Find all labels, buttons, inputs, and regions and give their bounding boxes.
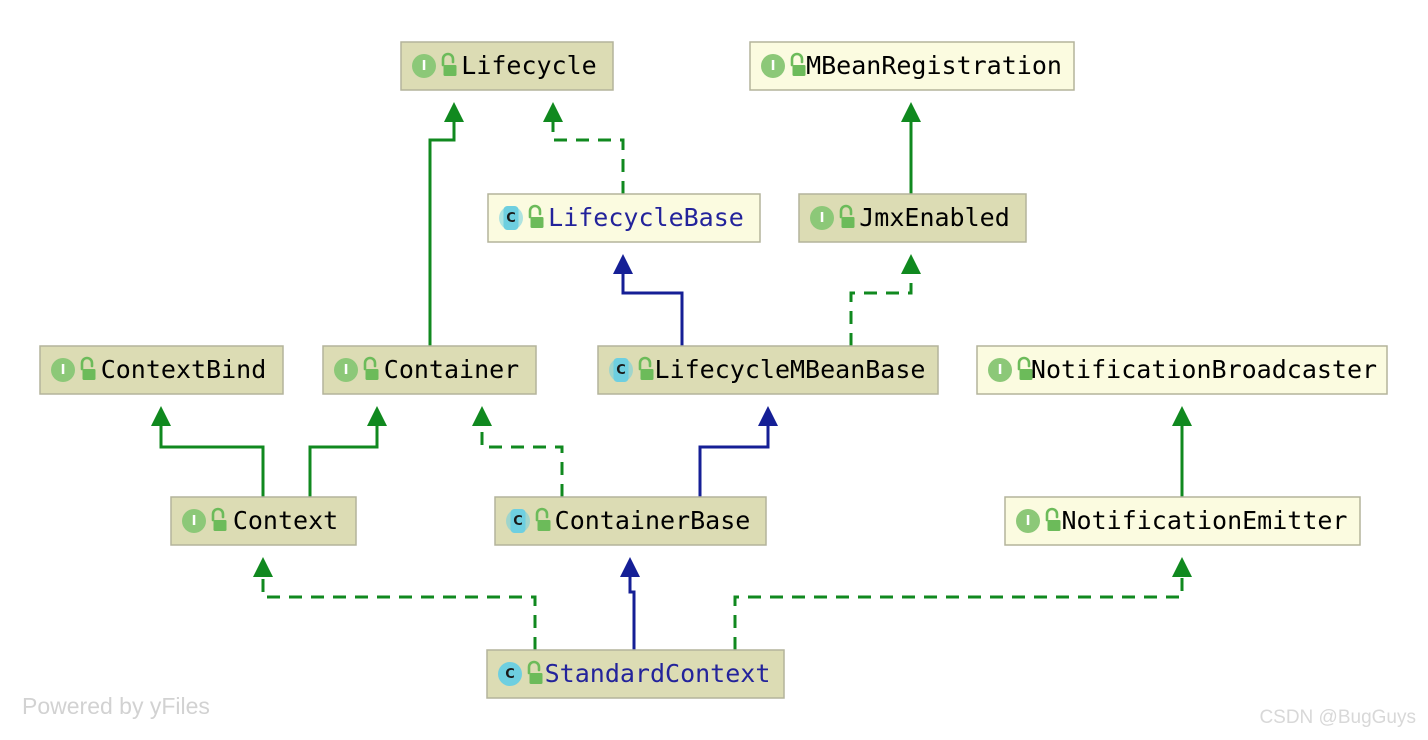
interface-icon: I [988,358,1012,382]
node-label: Lifecycle [461,51,596,80]
edge-containerbase-to-lifecyclembeanbase [698,406,778,497]
class-icon-letter: C [506,211,516,226]
interface-icon-letter: I [1026,514,1031,529]
node-label: ContainerBase [555,506,751,535]
edge-lifecyclebase-to-lifecycle [543,102,625,194]
class-icon: C [506,509,530,533]
interface-icon-letter: I [422,59,427,74]
interface-icon-letter: I [192,514,197,529]
edge-line-dashed-green [543,102,625,194]
edge-line-solid-blue [613,254,684,346]
class-icon: C [609,358,633,382]
edge-line-solid-blue [698,406,778,497]
unlocked-padlock-icon [1017,356,1033,380]
unlocked-padlock-icon [839,204,855,228]
node-label: ContextBind [101,355,267,384]
uml-node-notificationemitter[interactable]: I NotificationEmitter [1004,496,1361,546]
unlocked-padlock-icon [790,52,806,76]
edge-line-dashed-green [253,557,537,650]
author-watermark: CSDN @BugGuys [1259,707,1416,728]
interface-icon-letter: I [820,211,825,226]
interface-icon: I [334,358,358,382]
class-icon: C [499,206,523,230]
edge-standardcontext-to-containerbase [620,557,640,650]
node-label: NotificationBroadcaster [1031,355,1377,384]
node-box[interactable] [798,193,1027,243]
node-label: StandardContext [545,659,771,688]
uml-node-container[interactable]: I Container [322,345,537,395]
unlocked-padlock-icon [528,204,544,228]
interface-icon-letter: I [61,363,66,378]
unlocked-padlock-icon [211,507,227,531]
class-icon-letter: C [513,514,523,529]
unlocked-padlock-icon [535,507,551,531]
node-label: Context [233,506,338,535]
node-box[interactable] [39,345,284,395]
edge-line-solid-blue [620,557,640,650]
node-box[interactable] [749,41,1075,91]
edge-line-solid-green [308,406,387,497]
interface-icon: I [810,206,834,230]
interface-icon: I [761,54,785,78]
edge-lifecyclembeanbase-to-lifecyclebase [613,254,684,346]
node-box[interactable] [597,345,939,395]
uml-node-standardcontext[interactable]: C StandardContext [486,649,785,699]
yfiles-watermark: Powered by yFiles [22,693,210,719]
unlocked-padlock-icon [363,356,379,380]
edge-line-solid-green [428,102,464,346]
edge-container-to-lifecycle [428,102,464,346]
node-label: NotificationEmitter [1062,506,1348,535]
uml-node-context[interactable]: I Context [170,496,357,546]
class-icon: C [498,662,522,686]
edge-lifecyclembeanbase-to-jmxenabled [849,254,921,346]
uml-node-contextbind[interactable]: I ContextBind [39,345,284,395]
class-icon-letter: C [505,667,515,682]
edge-containerbase-to-container [472,406,564,497]
node-box[interactable] [976,345,1388,395]
uml-node-lifecyclembeanbase[interactable]: C LifecycleMBeanBase [597,345,939,395]
interface-icon: I [51,358,75,382]
node-label: JmxEnabled [859,203,1010,232]
interface-icon-letter: I [344,363,349,378]
edges-layer [151,102,1192,650]
edge-line-dashed-green [733,557,1192,650]
unlocked-padlock-icon [441,52,457,76]
node-label: LifecycleBase [548,203,744,232]
interface-icon: I [1016,509,1040,533]
edge-standardcontext-to-context [253,557,537,650]
uml-node-lifecycle[interactable]: I Lifecycle [400,41,614,91]
node-box[interactable] [322,345,537,395]
node-label: MBeanRegistration [806,51,1062,80]
unlocked-padlock-icon [80,356,96,380]
edge-context-to-container [308,406,387,497]
interface-icon-letter: I [771,59,776,74]
edge-line-dashed-green [849,254,921,346]
node-label: Container [384,355,519,384]
node-box[interactable] [400,41,614,91]
unlocked-padlock-icon [638,356,654,380]
uml-node-containerbase[interactable]: C ContainerBase [494,496,767,546]
uml-node-notificationbroadcaster[interactable]: I NotificationBroadcaster [976,345,1388,395]
node-box[interactable] [1004,496,1361,546]
edge-context-to-contextbind [151,406,265,497]
edge-line-solid-green [151,406,265,497]
uml-node-lifecyclebase[interactable]: C LifecycleBase [487,193,761,243]
class-icon-letter: C [616,363,626,378]
uml-node-mbeanregistration[interactable]: I MBeanRegistration [749,41,1075,91]
uml-node-jmxenabled[interactable]: I JmxEnabled [798,193,1027,243]
interface-icon: I [182,509,206,533]
unlocked-padlock-icon [527,660,543,684]
node-label: LifecycleMBeanBase [655,355,926,384]
interface-icon: I [412,54,436,78]
edge-standardcontext-to-notificationemitter [733,557,1192,650]
edge-line-dashed-green [472,406,564,497]
interface-icon-letter: I [998,363,1003,378]
unlocked-padlock-icon [1045,507,1061,531]
